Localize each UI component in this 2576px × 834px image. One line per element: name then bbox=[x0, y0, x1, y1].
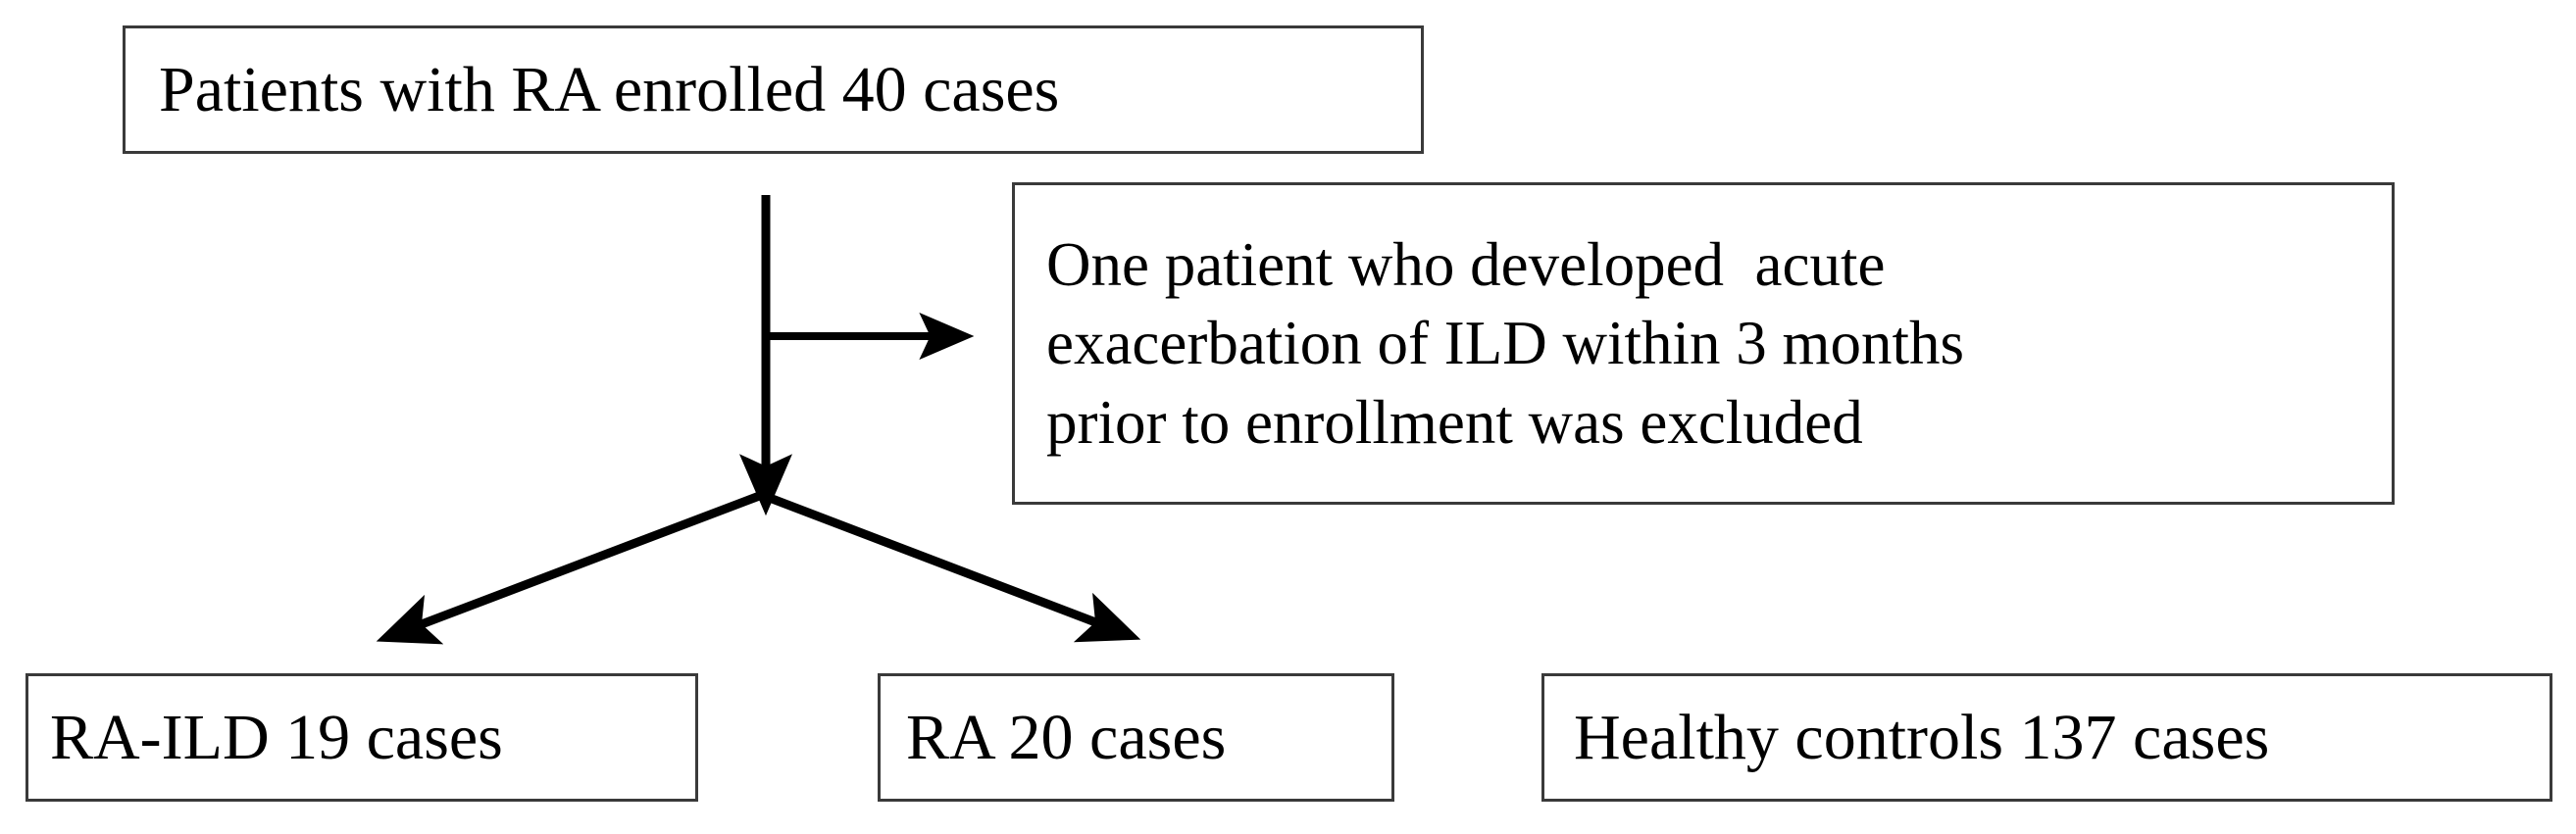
node-excluded-line-2: exacerbation of ILD within 3 months bbox=[1046, 309, 1965, 378]
node-ra-ild: RA-ILD 19 cases bbox=[25, 673, 698, 802]
node-excluded-line-1: One patient who developed acute bbox=[1046, 229, 1886, 299]
arrow-branch-to-ra bbox=[760, 490, 1141, 643]
node-ra-label: RA 20 cases bbox=[906, 701, 1227, 773]
node-ra-ild-label: RA-ILD 19 cases bbox=[50, 701, 503, 773]
node-excluded-patient-label: One patient who developed acute exacerbat… bbox=[1046, 225, 2378, 463]
node-excluded-line-3: prior to enrollment was excluded bbox=[1046, 387, 1863, 457]
node-healthy-controls: Healthy controls 137 cases bbox=[1541, 673, 2552, 802]
node-excluded-patient: One patient who developed acute exacerbat… bbox=[1012, 182, 2395, 505]
arrow-branch-to-ra-ild bbox=[376, 490, 764, 645]
node-patients-enrolled-label: Patients with RA enrolled 40 cases bbox=[159, 53, 1060, 125]
node-healthy-controls-label: Healthy controls 137 cases bbox=[1574, 701, 2270, 773]
node-patients-enrolled: Patients with RA enrolled 40 cases bbox=[123, 25, 1424, 154]
node-ra: RA 20 cases bbox=[878, 673, 1394, 802]
